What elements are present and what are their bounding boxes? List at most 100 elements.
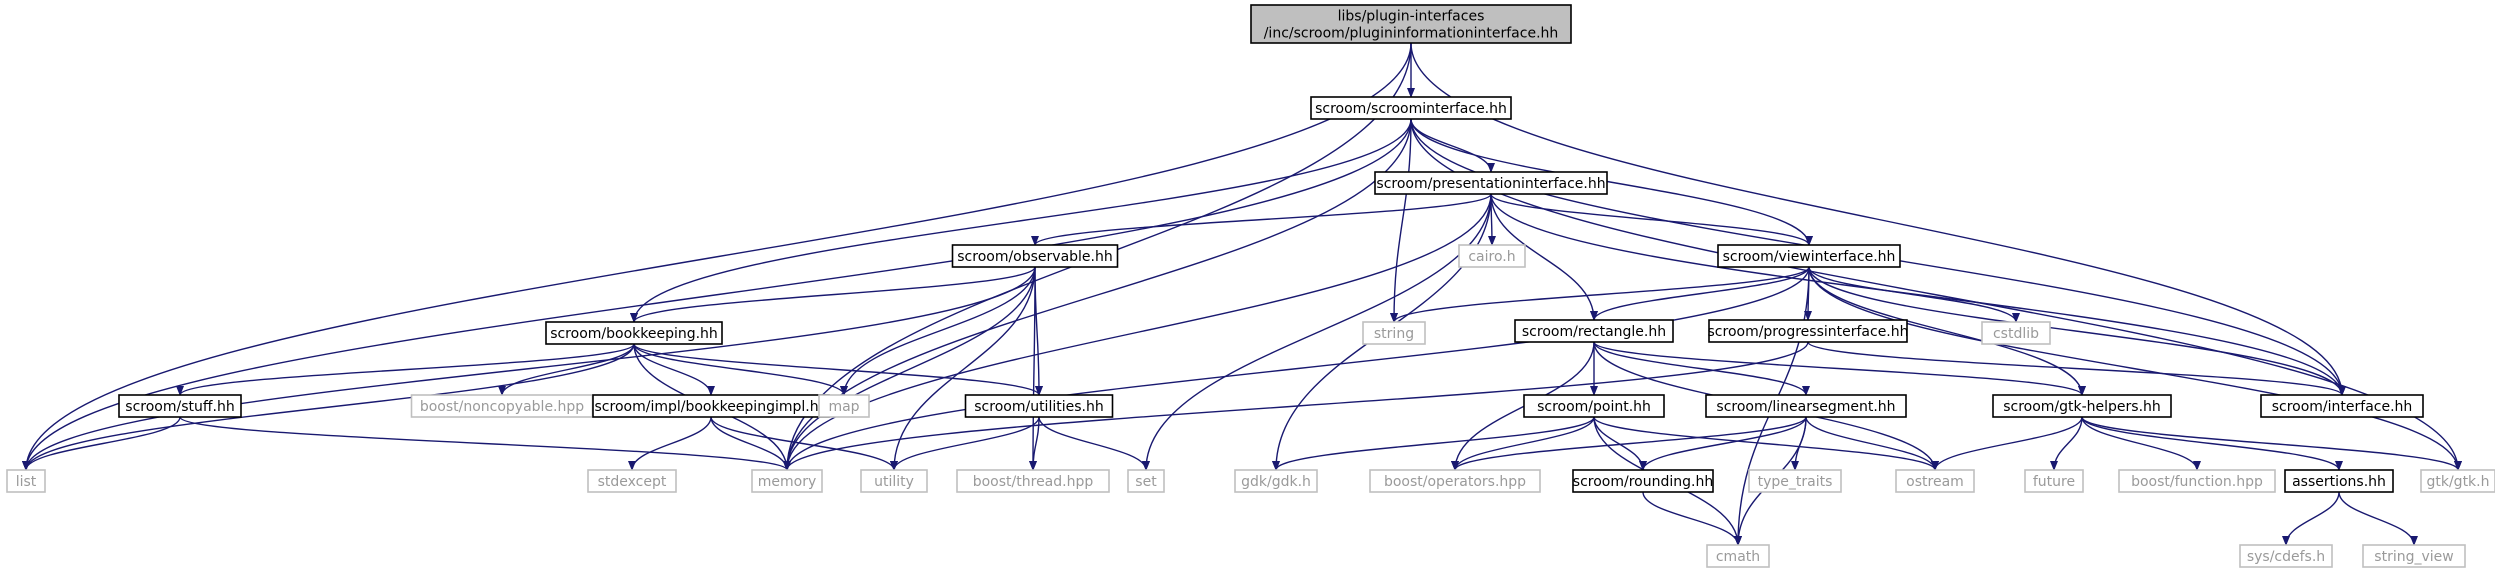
node-linearsegment[interactable]: scroom/linearsegment.hh [1705, 394, 1907, 418]
edge-gtkhelpers-to-ostream [1931, 416, 2083, 471]
node-point[interactable]: scroom/point.hh [1523, 394, 1665, 418]
node-box-operators [1369, 469, 1541, 493]
node-progressinterface[interactable]: scroom/progressinterface.hh [1708, 319, 1909, 343]
node-string: string [1362, 321, 1426, 345]
node-box-observable [951, 244, 1119, 268]
node-label-thread: boost/thread.hpp [973, 474, 1094, 490]
node-label-root-1: /inc/scroom/plugininformationinterface.h… [1264, 26, 1559, 42]
node-assertions[interactable]: assertions.hh [2284, 469, 2394, 493]
node-gdk: gdk/gdk.h [1234, 469, 1318, 493]
edge-observable-to-memory [783, 266, 1036, 471]
edge-utilities-to-utility [890, 416, 1040, 471]
node-box-point [1523, 394, 1665, 418]
node-rectangle[interactable]: scroom/rectangle.hh [1514, 319, 1674, 343]
edge-scroominterface-to-string [1390, 118, 1412, 323]
node-box-interface [2260, 394, 2424, 418]
node-box-string_view [2362, 544, 2466, 568]
node-utilities[interactable]: scroom/utilities.hh [964, 394, 1114, 418]
node-label-progressinterface: scroom/progressinterface.hh [1708, 324, 1909, 340]
edge-gtkhelpers-to-future [2050, 416, 2083, 471]
node-box-ostream [1895, 469, 1975, 493]
node-label-memory: memory [758, 474, 817, 490]
node-cmath: cmath [1706, 544, 1770, 568]
node-set: set [1127, 469, 1165, 493]
node-presentationinterface[interactable]: scroom/presentationinterface.hh [1374, 171, 1608, 195]
node-bookkeepingimpl[interactable]: scroom/impl/bookkeepingimpl.hh [592, 394, 830, 418]
edge-viewinterface-to-gtkhelpers [1808, 266, 2086, 396]
node-label-bookkeepingimpl: scroom/impl/bookkeepingimpl.hh [595, 399, 828, 415]
edge-viewinterface-to-rectangle [1590, 266, 1810, 321]
edge-bookkeeping-to-bookkeepingimpl [633, 343, 715, 396]
edge-scroominterface-to-list [22, 118, 1412, 471]
edge-linearsegment-to-rounding [1639, 416, 1807, 471]
node-box-future [2024, 469, 2084, 493]
node-root[interactable]: libs/plugin-interfaces/inc/scroom/plugin… [1250, 4, 1572, 44]
node-label-viewinterface: scroom/viewinterface.hh [1723, 249, 1896, 265]
node-box-linearsegment [1705, 394, 1907, 418]
edge-root-to-list [22, 42, 1412, 471]
node-interface[interactable]: scroom/interface.hh [2260, 394, 2424, 418]
node-box-utility [860, 469, 928, 493]
node-box-scroominterface [1310, 96, 1512, 120]
edge-bookkeepingimpl-to-memory [710, 416, 791, 471]
edge-bookkeeping-to-noncopyable [498, 343, 635, 396]
node-memory: memory [751, 469, 823, 493]
edge-scroominterface-to-presentationinterface [1410, 118, 1495, 173]
node-gtkhelpers[interactable]: scroom/gtk-helpers.hh [1992, 394, 2172, 418]
node-box-cstdlib [1981, 321, 2051, 345]
node-label-root-0: libs/plugin-interfaces [1338, 9, 1485, 25]
node-bookkeeping[interactable]: scroom/bookkeeping.hh [545, 321, 723, 345]
edge-viewinterface-to-interface [1808, 266, 2346, 396]
node-label-list: list [16, 474, 37, 490]
node-label-gdk: gdk/gdk.h [1241, 474, 1311, 490]
node-label-scroominterface: scroom/scroominterface.hh [1315, 101, 1507, 117]
node-type_traits: type_traits [1748, 469, 1842, 493]
edge-presentationinterface-to-rectangle [1490, 193, 1598, 321]
edge-bookkeepingimpl-to-utility [710, 416, 898, 471]
node-label-linearsegment: scroom/linearsegment.hh [1716, 399, 1895, 415]
file-nodes: libs/plugin-interfaces/inc/scroom/plugin… [6, 4, 2495, 568]
node-future: future [2024, 469, 2084, 493]
edge-bookkeepingimpl-to-stdexcept [628, 416, 712, 471]
node-string_view: string_view [2362, 544, 2466, 568]
edge-rectangle-to-gtkhelpers [1593, 341, 2086, 396]
node-label-string: string [1374, 326, 1414, 342]
node-box-thread [956, 469, 1110, 493]
node-label-stdexcept: stdexcept [598, 474, 667, 490]
edge-rounding-to-cmath [1642, 491, 1742, 546]
edge-progressinterface-to-interface [1807, 341, 2346, 396]
node-scroominterface[interactable]: scroom/scroominterface.hh [1310, 96, 1512, 120]
edge-presentationinterface-to-memory [783, 193, 1492, 471]
edge-observable-to-utility [890, 266, 1036, 471]
node-label-rounding: scroom/rounding.hh [1573, 474, 1713, 490]
node-label-future: future [2033, 474, 2075, 490]
node-stdexcept: stdexcept [587, 469, 677, 493]
node-rounding[interactable]: scroom/rounding.hh [1572, 469, 1714, 493]
node-label-set: set [1135, 474, 1157, 490]
edge-assertions-to-cdefs [2282, 491, 2340, 546]
node-label-cmath: cmath [1716, 549, 1760, 565]
edge-presentationinterface-to-set [1142, 193, 1492, 471]
node-label-operators: boost/operators.hpp [1384, 474, 1526, 490]
node-stuff[interactable]: scroom/stuff.hh [118, 394, 242, 418]
node-gtk: gtk/gtk.h [2420, 469, 2495, 493]
edge-observable-to-map [840, 266, 1036, 396]
node-cdefs: sys/cdefs.h [2239, 544, 2333, 568]
node-observable[interactable]: scroom/observable.hh [951, 244, 1119, 268]
node-box-utilities [964, 394, 1114, 418]
node-operators: boost/operators.hpp [1369, 469, 1541, 493]
edge-presentationinterface-to-viewinterface [1490, 193, 1813, 246]
node-label-ostream: ostream [1906, 474, 1964, 490]
node-label-cairo: cairo.h [1468, 249, 1515, 265]
node-viewinterface[interactable]: scroom/viewinterface.hh [1717, 244, 1901, 268]
node-box-viewinterface [1717, 244, 1901, 268]
edge-presentationinterface-to-observable [1031, 193, 1492, 246]
edge-viewinterface-to-string [1390, 266, 1810, 323]
edge-observable-to-bookkeeping [630, 266, 1036, 323]
node-box-stdexcept [587, 469, 677, 493]
node-label-cdefs: sys/cdefs.h [2247, 549, 2325, 565]
edge-gtkhelpers-to-assertions [2081, 416, 2343, 471]
node-label-string_view: string_view [2374, 549, 2453, 565]
edge-bookkeeping-to-stuff [176, 343, 635, 396]
